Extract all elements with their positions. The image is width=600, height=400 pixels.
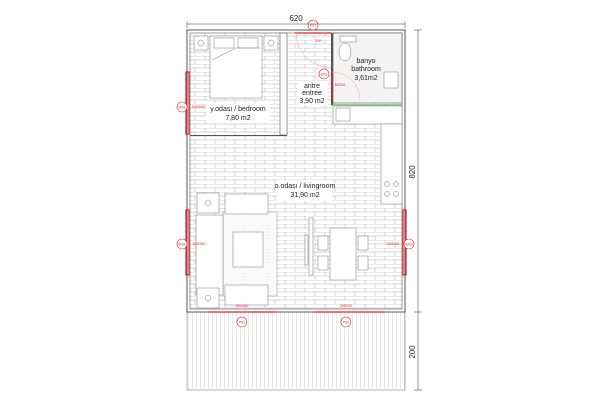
coffee-table — [232, 231, 264, 268]
tag-window-bedroom: W01 200/150 — [176, 101, 205, 113]
svg-text:820: 820 — [408, 165, 417, 179]
washbasin-icon — [383, 71, 399, 89]
label-entree: antre entree 3,90 m2 — [298, 81, 328, 105]
svg-text:3,61m2: 3,61m2 — [354, 75, 377, 82]
dimension-height: 820 200 — [408, 29, 422, 391]
svg-text:200/240: 200/240 — [193, 242, 206, 246]
window-bedroom — [185, 71, 190, 135]
svg-text:o.odası / livingroom: o.odası / livingroom — [275, 183, 336, 190]
label-bathroom: banyo bathroom 3,61m2 — [351, 58, 381, 82]
dining-table — [317, 227, 369, 281]
svg-text:31,90 m2: 31,90 m2 — [290, 192, 319, 199]
svg-text:entree: entree — [302, 90, 322, 97]
entry-door[interactable] — [295, 32, 332, 69]
svg-text:80/210: 80/210 — [335, 83, 346, 87]
svg-text:210: 210 — [315, 39, 321, 43]
tag-window-right: W03 200/220 — [387, 238, 415, 250]
svg-text:P02: P02 — [343, 321, 349, 325]
label-bedroom: y.odası / bedroom 7,80 m2 — [206, 103, 270, 123]
bedroom-bottom-wall — [190, 135, 287, 136]
svg-text:W02: W02 — [178, 243, 185, 247]
deck — [186, 311, 406, 391]
tag-deck-door-1: P01 200/210 — [236, 304, 249, 328]
bed-icon — [193, 35, 279, 99]
svg-text:200/150: 200/150 — [192, 105, 205, 109]
cooktop — [384, 181, 399, 197]
svg-text:K01: K01 — [310, 24, 316, 28]
svg-text:y.odası / bedroom: y.odası / bedroom — [210, 106, 266, 113]
svg-text:W03: W03 — [405, 243, 412, 247]
tag-door-main: K01 210 — [307, 19, 321, 43]
svg-text:bathroom: bathroom — [351, 66, 381, 73]
tag-door-bath: K02 80/210 — [318, 68, 346, 87]
svg-text:200/220: 200/220 — [387, 242, 400, 246]
bathroom-wall — [331, 33, 333, 105]
svg-text:antre: antre — [304, 83, 320, 90]
svg-text:P01: P01 — [239, 321, 245, 325]
svg-text:7,80 m2: 7,80 m2 — [225, 115, 250, 122]
svg-text:banyo: banyo — [356, 58, 375, 65]
label-livingroom: o.odası / livingroom 31,90 m2 — [275, 180, 336, 201]
svg-text:200/210: 200/210 — [236, 304, 249, 308]
svg-text:K02: K02 — [321, 73, 327, 77]
bedroom-wall — [279, 32, 288, 136]
bathroom-door[interactable] — [331, 71, 361, 101]
dimension-width: 620 — [186, 14, 406, 28]
kitchen-side-counter — [380, 123, 403, 205]
svg-text:W01: W01 — [178, 106, 185, 110]
svg-text:3,90 m2: 3,90 m2 — [299, 98, 324, 105]
svg-text:620: 620 — [289, 14, 303, 23]
tv-unit — [308, 217, 314, 276]
tag-deck-door-2: P02 200/210 — [340, 304, 353, 328]
svg-text:200: 200 — [408, 345, 417, 359]
kitchen-sink — [335, 107, 351, 122]
svg-text:200/210: 200/210 — [340, 304, 353, 308]
toilet-icon — [338, 35, 357, 62]
tag-window-left: W02 200/240 — [176, 238, 206, 250]
sofa-icon — [195, 192, 269, 309]
